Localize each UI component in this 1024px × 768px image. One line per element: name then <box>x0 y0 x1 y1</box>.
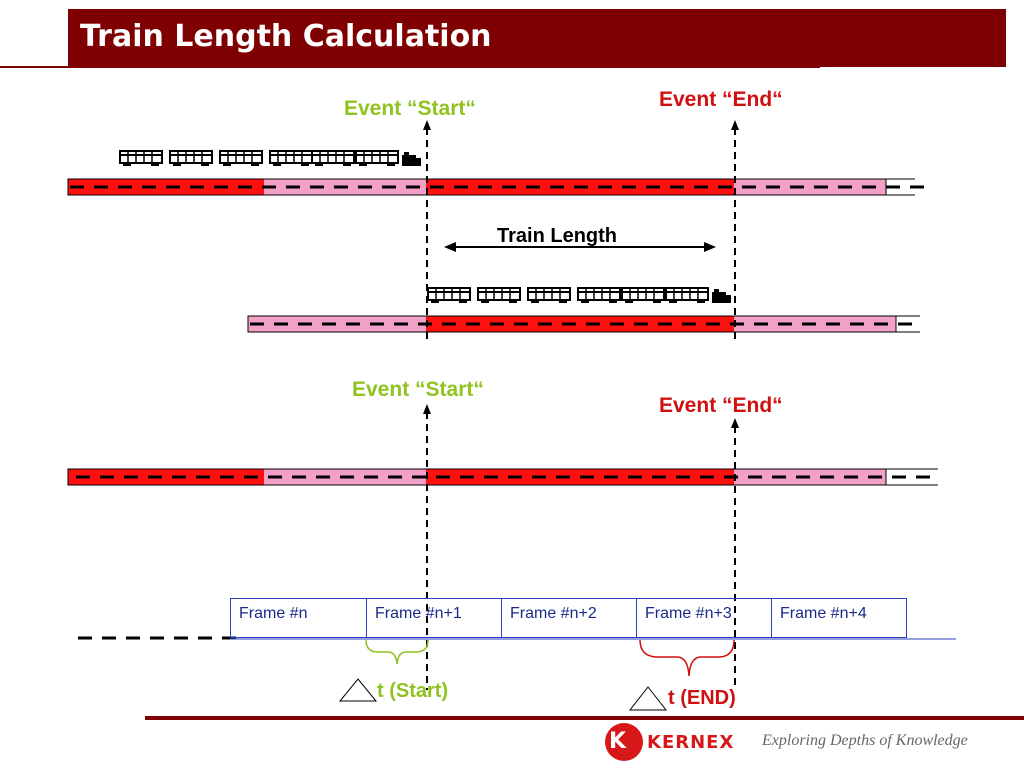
event-end-label-bottom: Event “End“ <box>659 394 783 417</box>
delta-end-label: t (END) <box>668 687 736 709</box>
track-1 <box>67 178 924 196</box>
event-start-label-top: Event “Start“ <box>344 97 476 120</box>
frame-cell: Frame #n+1 <box>367 598 502 638</box>
triangle-delta-icon <box>338 678 378 702</box>
track-3 <box>67 468 938 486</box>
page-title: Train Length Calculation <box>80 19 492 54</box>
title-underline <box>0 66 820 68</box>
train-icon <box>427 287 731 304</box>
title-bar: Train Length Calculation <box>68 9 1006 67</box>
start-brace <box>365 639 429 665</box>
event-end-marker-bottom <box>731 418 739 690</box>
footer-line <box>145 716 1024 720</box>
logo-text: KERNEX <box>647 731 735 753</box>
frame-cell: Frame #n+2 <box>502 598 637 638</box>
train-icon <box>119 150 421 167</box>
frame-row: Frame #n Frame #n+1 Frame #n+2 Frame #n+… <box>230 598 907 638</box>
tagline: Exploring Depths of Knowledge <box>762 732 968 749</box>
track-2 <box>247 315 922 333</box>
event-end-label-top: Event “End“ <box>659 88 783 111</box>
triangle-delta-icon <box>628 686 668 711</box>
event-end-marker-top <box>731 120 739 340</box>
frame-cell: Frame #n+3 <box>637 598 772 638</box>
end-brace <box>639 639 735 677</box>
double-arrow-icon <box>444 242 716 252</box>
event-start-marker-top <box>423 120 431 340</box>
frame-cell: Frame #n <box>230 598 367 638</box>
logo-mark: K <box>605 723 643 761</box>
kernex-logo-icon: K KERNEX <box>605 722 734 762</box>
frame-cell: Frame #n+4 <box>772 598 907 638</box>
logo-mark-letter: K <box>609 729 627 754</box>
delta-start-label: t (Start) <box>377 680 449 702</box>
train-length-label: Train Length <box>497 225 617 247</box>
event-start-label-bottom: Event “Start“ <box>352 378 484 401</box>
